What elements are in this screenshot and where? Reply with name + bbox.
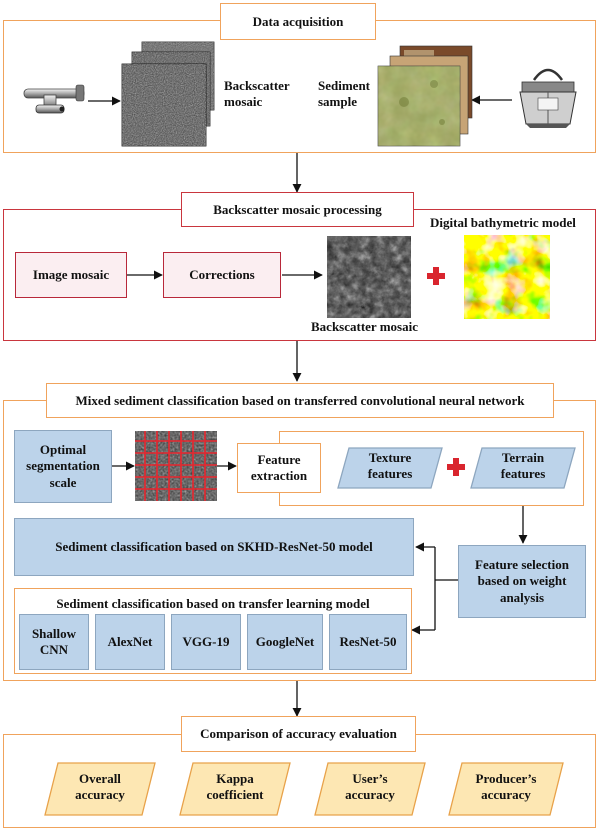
section-title-comparison: Comparison of accuracy evaluation: [181, 716, 416, 752]
model-resnet50-box: ResNet-50: [329, 614, 407, 670]
terrain-features-shape: [470, 447, 576, 489]
metric-users-accuracy-shape: [314, 762, 426, 816]
sediment-sample-label: Sediment sample: [318, 78, 370, 110]
metric-overall-accuracy-label: Overall accuracy: [75, 771, 125, 803]
section-title-backscatter-processing: Backscatter mosaic processing: [181, 192, 414, 227]
sediment-sample-image-stack: [377, 45, 473, 147]
feature-selection-box: Feature selection based on weight analys…: [458, 545, 586, 618]
metric-producers-accuracy-label: Producer’s accuracy: [475, 771, 537, 803]
backscatter-mosaic-caption: Backscatter mosaic: [311, 319, 418, 334]
digital-bathymetric-model-caption: Digital bathymetric model: [430, 215, 576, 230]
model-vgg19-box: VGG-19: [171, 614, 241, 670]
feature-extraction-box: Feature extraction: [237, 443, 321, 493]
model-googlenet-box: GoogleNet: [247, 614, 323, 670]
metric-kappa-coefficient-label: Kappa coefficient: [206, 771, 264, 803]
metric-kappa-coefficient-shape: [179, 762, 291, 816]
corrections-box: Corrections: [163, 252, 281, 298]
metric-overall-accuracy-shape: [44, 762, 156, 816]
optimal-segmentation-scale-box: Optimal segmentation scale: [14, 430, 112, 503]
terrain-features-label: Terrain features: [500, 450, 546, 482]
segmentation-grid-image: [135, 431, 217, 501]
texture-features-shape: [337, 447, 443, 489]
model-shallow-cnn-box: Shallow CNN: [19, 614, 89, 670]
digital-bathymetric-model-image: [464, 235, 550, 319]
image-mosaic-box: Image mosaic: [15, 252, 127, 298]
model-alexnet-box: AlexNet: [95, 614, 165, 670]
metric-users-accuracy-label: User’s accuracy: [345, 771, 395, 803]
section-title-classification: Mixed sediment classification based on t…: [46, 383, 554, 418]
transfer-learning-group: [14, 588, 412, 674]
section-title-data-acquisition: Data acquisition: [220, 3, 376, 40]
plus-icon: [427, 267, 445, 285]
transfer-learning-title: Sediment classification based on transfe…: [56, 596, 370, 611]
sonar-towfish-icon: [23, 84, 85, 114]
plus-icon: [447, 458, 465, 476]
metric-producers-accuracy-shape: [448, 762, 564, 816]
backscatter-mosaic-image-stack: [121, 41, 215, 147]
skhd-resnet50-box: Sediment classification based on SKHD-Re…: [14, 518, 414, 576]
backscatter-mosaic-processed-image: [327, 236, 411, 318]
backscatter-mosaic-label: Backscatter mosaic: [224, 78, 290, 110]
texture-features-label: Texture features: [367, 450, 413, 482]
grab-sampler-icon: [519, 68, 577, 128]
